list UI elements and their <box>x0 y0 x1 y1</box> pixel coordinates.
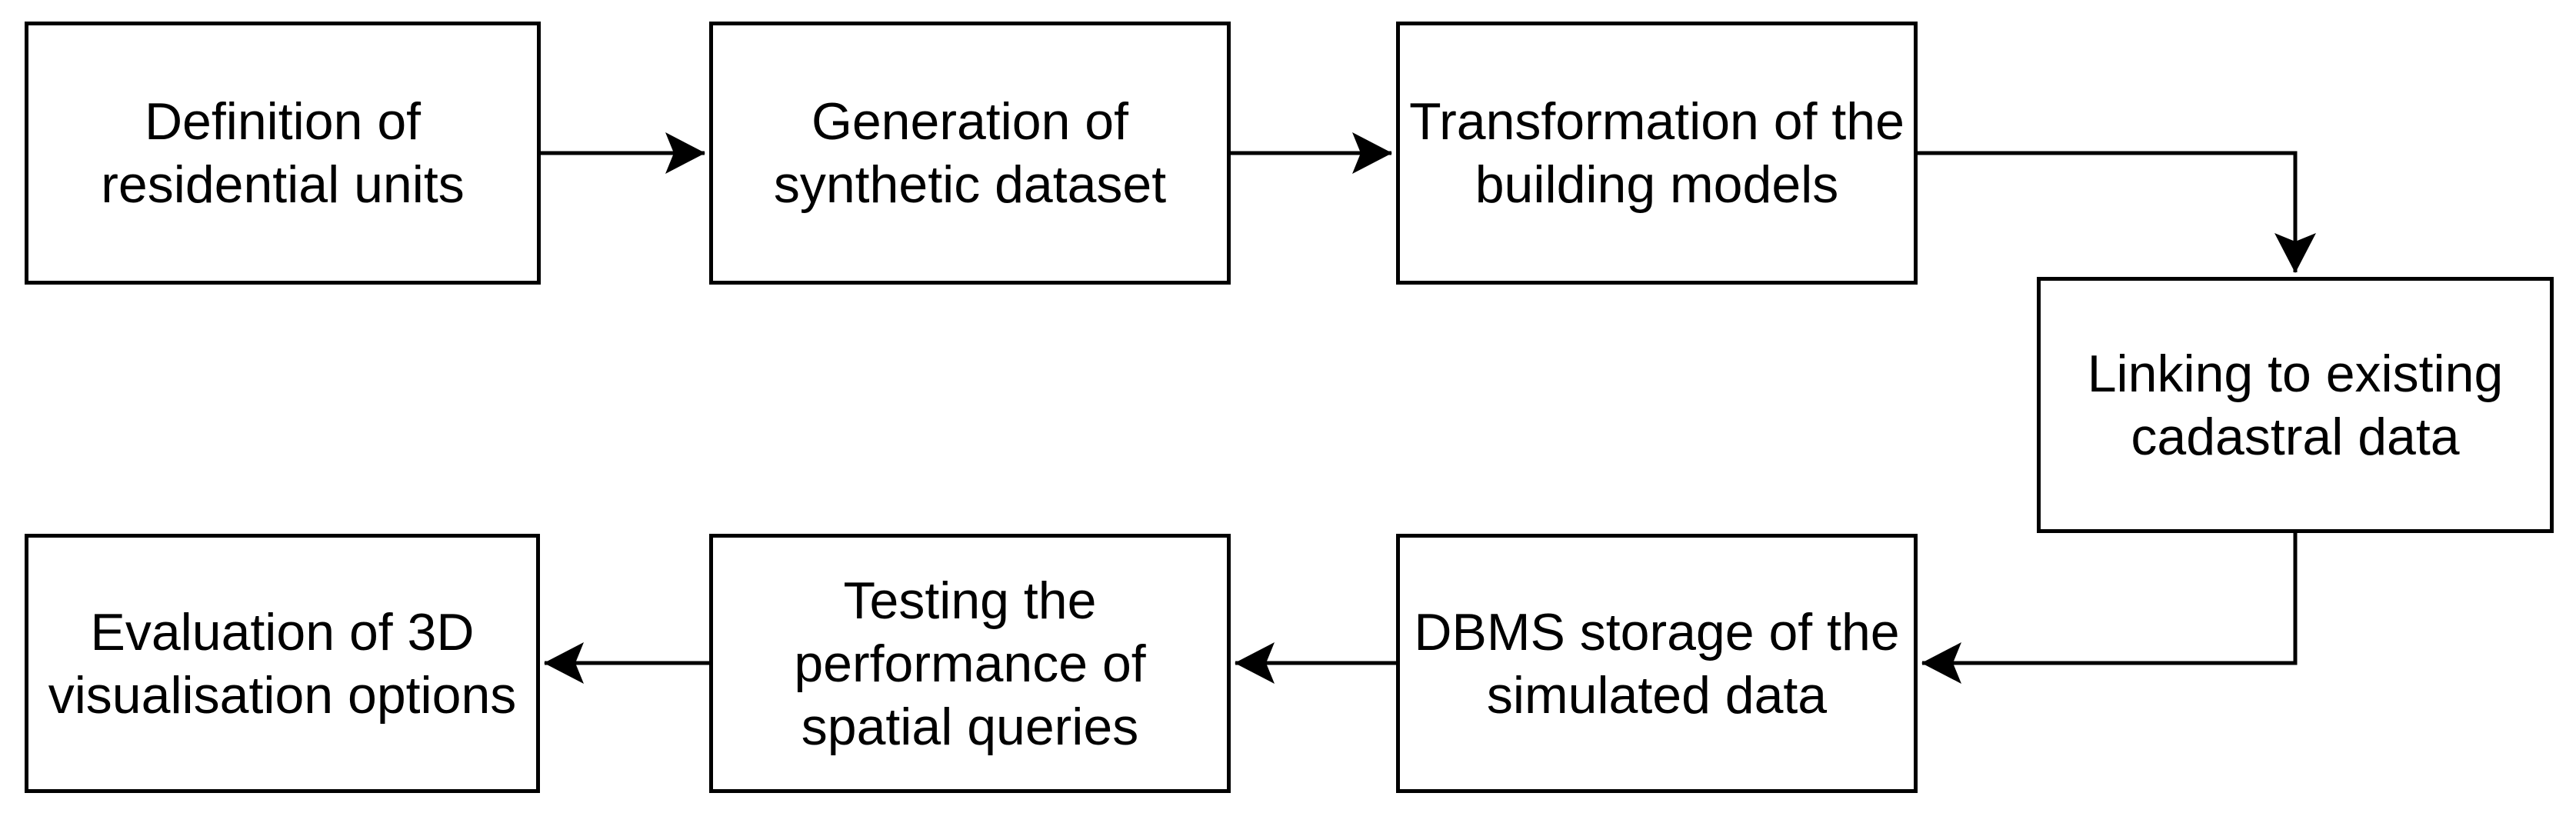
node-linking-cadastral-data: Linking to existing cadastral data <box>2037 277 2554 533</box>
node-evaluation-3d-visualisation: Evaluation of 3D visualisation options <box>25 534 540 793</box>
node-dbms-storage-simulated-data: DBMS storage of the simulated data <box>1396 534 1918 793</box>
node-label: DBMS storage of the simulated data <box>1414 602 1900 725</box>
node-generation-synthetic-dataset: Generation of synthetic dataset <box>709 22 1231 285</box>
node-label: Transformation of the building models <box>1409 92 1905 214</box>
edge-transformation-to-linking <box>1918 151 2316 273</box>
node-label: Linking to existing cadastral data <box>2087 344 2504 466</box>
node-transformation-building-models: Transformation of the building models <box>1396 22 1918 285</box>
edge-linking-to-dbms <box>1921 533 2298 684</box>
node-label: Evaluation of 3D visualisation options <box>48 602 517 725</box>
node-testing-spatial-queries: Testing the performance of spatial queri… <box>709 534 1231 793</box>
node-label: Testing the performance of spatial queri… <box>794 571 1146 756</box>
node-label: Generation of synthetic dataset <box>773 92 1167 214</box>
node-label: Definition of residential units <box>101 92 465 214</box>
node-definition-residential-units: Definition of residential units <box>25 22 541 285</box>
